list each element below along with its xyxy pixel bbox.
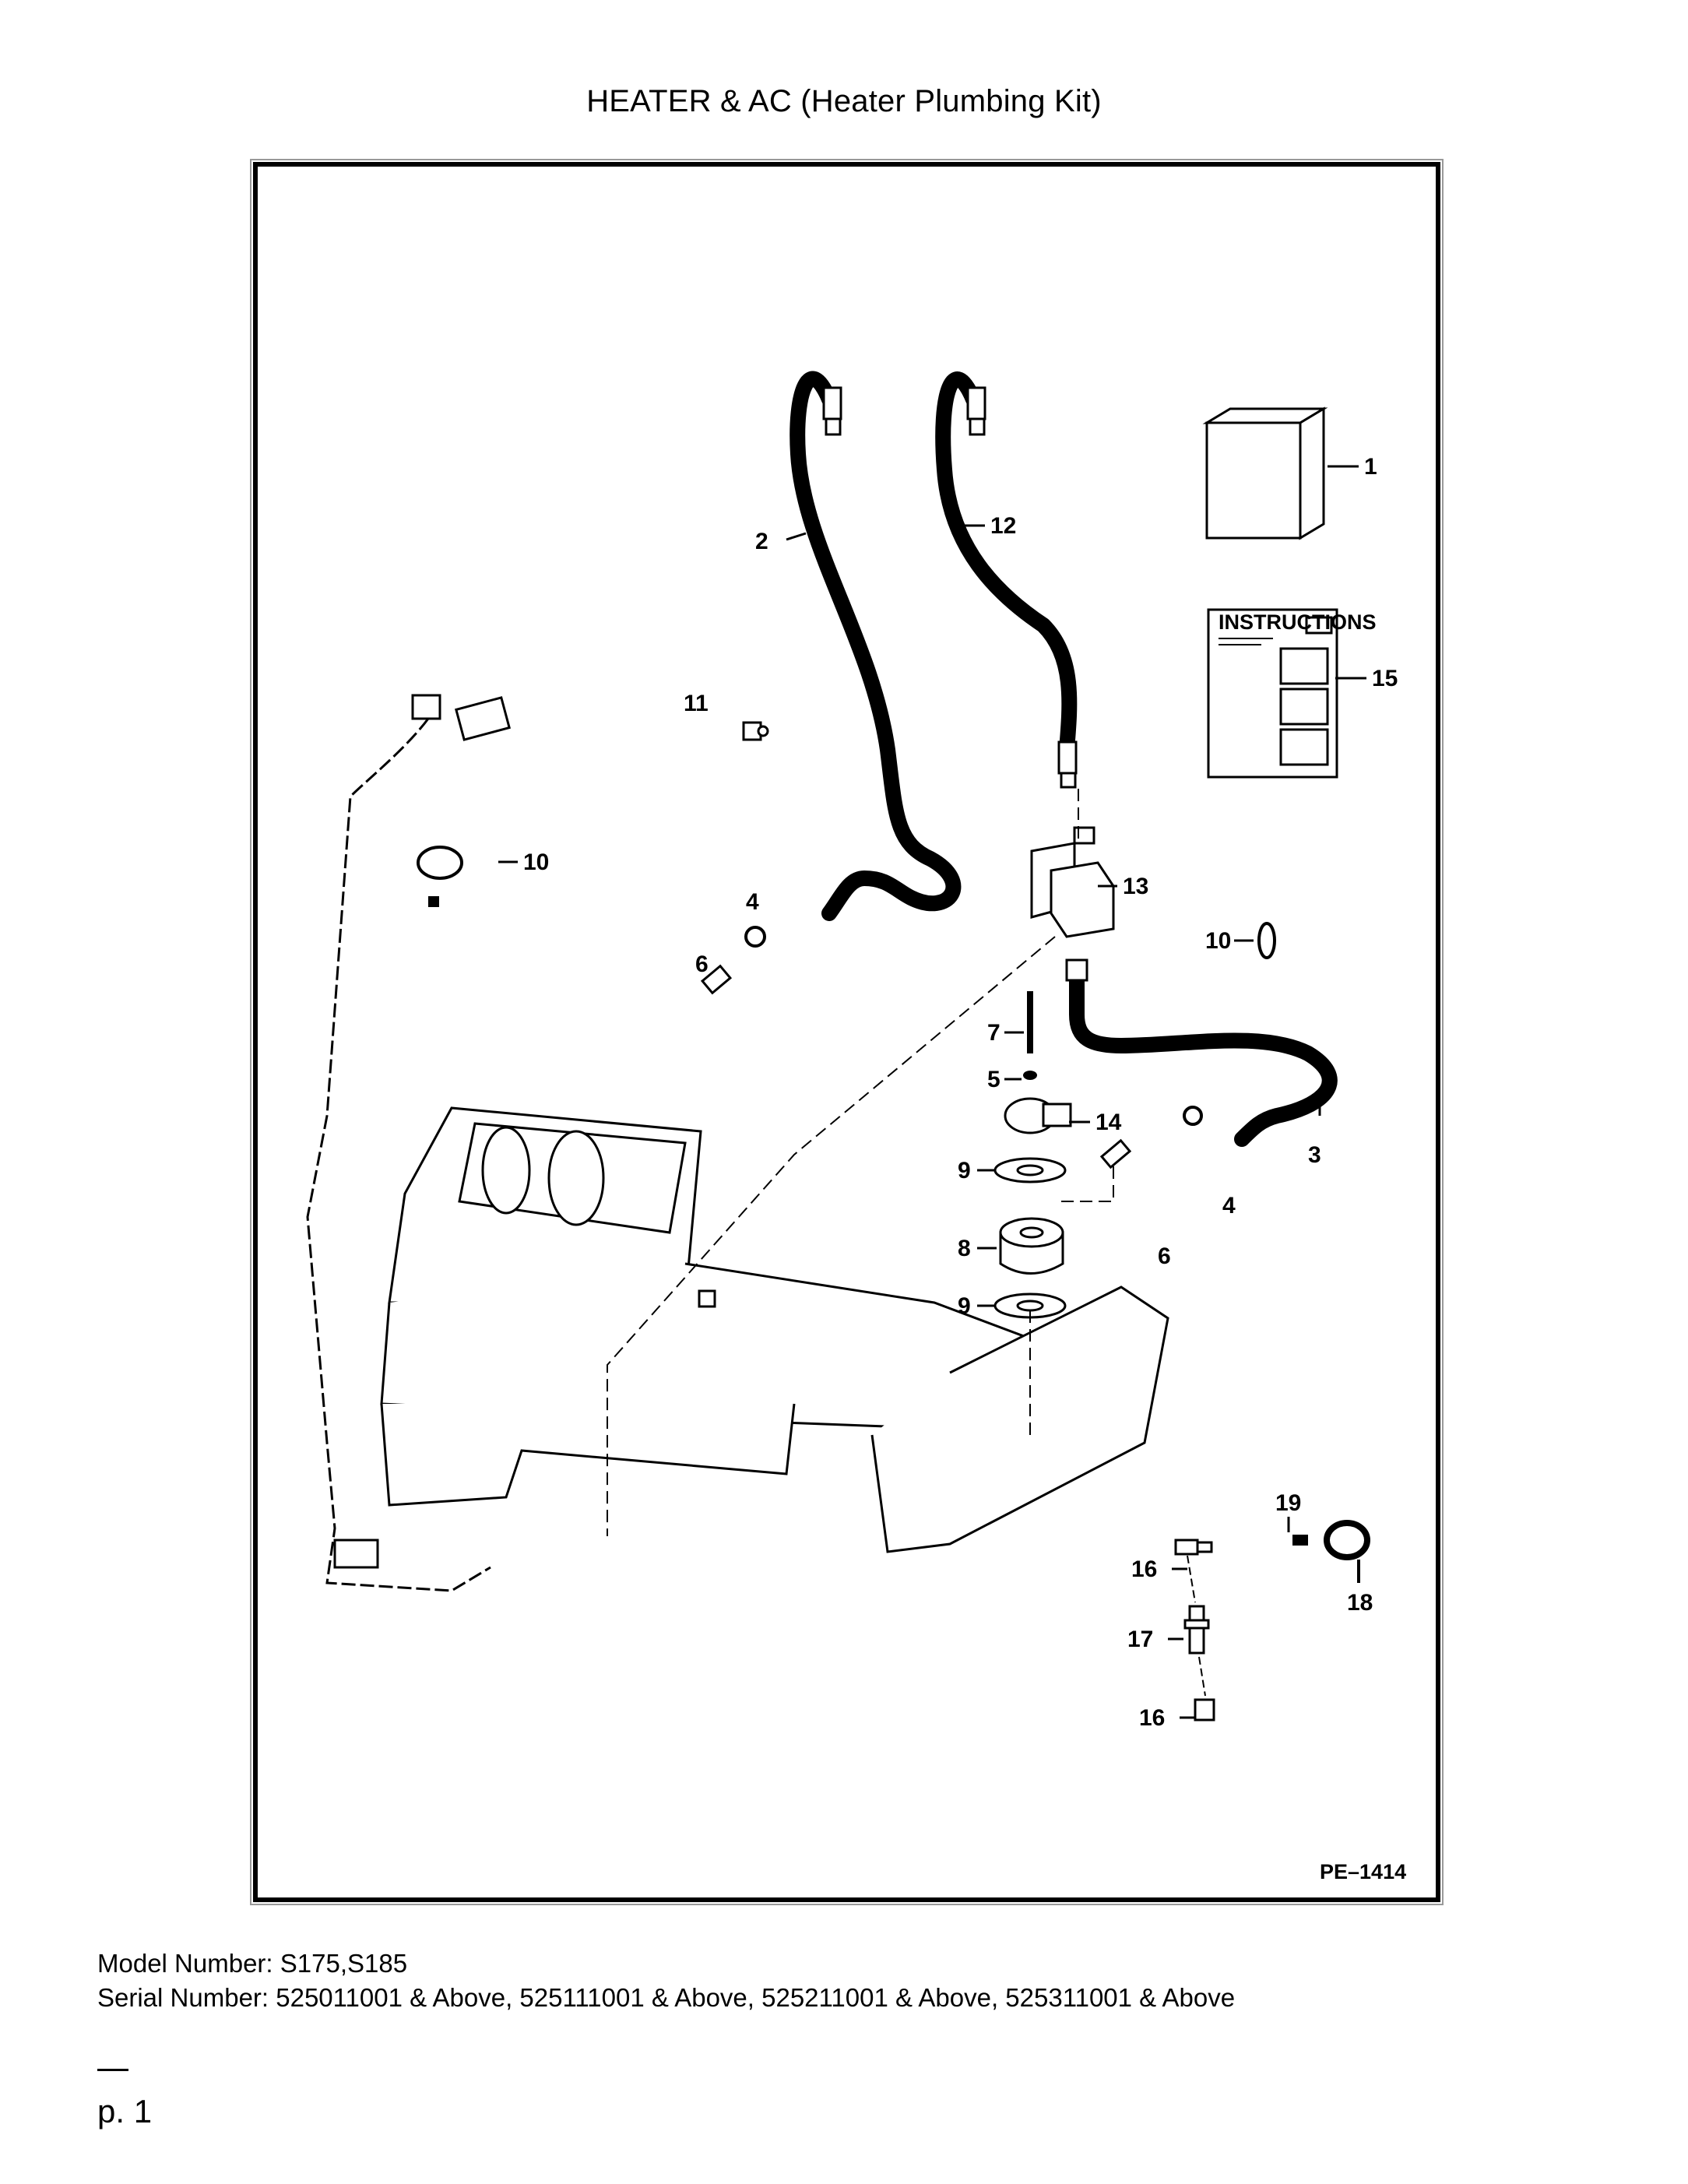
callout-7: 7 — [987, 1020, 1000, 1046]
leader-lines — [498, 465, 1366, 1719]
spacer-8 — [999, 1217, 1064, 1275]
page-title: HEATER & AC (Heater Plumbing Kit) — [586, 84, 1102, 118]
fitting-14 — [1004, 1097, 1072, 1134]
page-rule — [97, 2069, 128, 2071]
hose-3 — [1069, 968, 1338, 1147]
clamp-10-right — [1257, 922, 1276, 959]
diagram-outer-frame — [250, 159, 1444, 1905]
callout-12: 12 — [990, 513, 1016, 539]
callout-9-bottom: 9 — [958, 1293, 971, 1319]
callout-19: 19 — [1275, 1490, 1301, 1516]
callout-6-left: 6 — [695, 951, 709, 977]
hose-2 — [789, 371, 962, 921]
harness-connector-top — [411, 694, 511, 741]
callout-5: 5 — [987, 1067, 1000, 1092]
callout-18: 18 — [1347, 1590, 1373, 1616]
callout-4-right: 4 — [1222, 1193, 1236, 1219]
washer-5 — [1023, 1071, 1037, 1080]
wire-harness — [306, 718, 491, 1592]
screw-19 — [1292, 1535, 1308, 1546]
hose-12 — [935, 371, 1078, 758]
page-number: p. 1 — [97, 2093, 153, 2129]
callout-11: 11 — [684, 691, 709, 716]
fitting-16-bottom — [1194, 1698, 1215, 1722]
model-number: Model Number: S175,S185 — [97, 1949, 408, 1978]
kit-box — [1202, 406, 1328, 540]
clamp-4-right — [1183, 1106, 1203, 1126]
callout-13: 13 — [1123, 874, 1148, 899]
clip-11 — [742, 721, 769, 741]
callout-1: 1 — [1364, 454, 1377, 480]
callout-17: 17 — [1127, 1627, 1153, 1652]
callout-15: 15 — [1372, 666, 1398, 691]
clamp-18 — [1324, 1520, 1370, 1560]
callout-10-right: 10 — [1205, 928, 1231, 954]
callout-2: 2 — [755, 529, 768, 554]
gasket-9-top — [993, 1157, 1067, 1183]
model-info: Model Number: S175,S185 Serial Number: 5… — [97, 1947, 1235, 2015]
parts-diagram: INSTRUCTIONS — [249, 158, 1444, 1906]
fitting-16-top — [1174, 1539, 1213, 1556]
callout-16-bottom: 16 — [1139, 1705, 1165, 1731]
screw-6-right — [1099, 1138, 1132, 1169]
serial-number: Serial Number: 525011001 & Above, 525111… — [97, 1983, 1236, 2012]
callout-6-right: 6 — [1158, 1243, 1171, 1269]
callout-16-top: 16 — [1131, 1556, 1157, 1582]
callout-8: 8 — [958, 1236, 971, 1261]
guide-lines — [607, 789, 1114, 1536]
instructions-label: INSTRUCTIONS — [1219, 610, 1377, 634]
diagram-frame — [253, 162, 1440, 1902]
callout-4-left: 4 — [746, 889, 759, 915]
clamp-10-left — [417, 846, 463, 880]
callout-14: 14 — [1095, 1110, 1122, 1135]
callout-3: 3 — [1308, 1142, 1321, 1168]
callout-9-top: 9 — [958, 1158, 971, 1183]
instructions-sheet — [1207, 608, 1338, 779]
diagram-reference: PE–1414 — [1320, 1860, 1406, 1883]
heater-housing — [380, 1106, 1169, 1553]
clamp-4-left — [744, 926, 766, 948]
fitting-17 — [1183, 1605, 1210, 1655]
valve-13 — [1030, 826, 1115, 938]
screw-6-left — [700, 964, 733, 995]
callout-10-left: 10 — [523, 849, 549, 875]
harness-connector-bottom — [333, 1539, 379, 1569]
